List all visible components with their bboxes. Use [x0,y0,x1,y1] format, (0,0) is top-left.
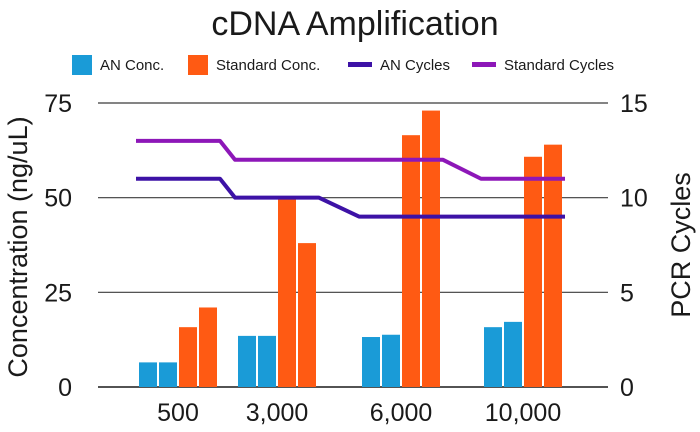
bar-an-conc-2-1 [382,334,400,387]
y2-tick-label: 5 [620,279,634,307]
legend-swatch-standard-conc [188,55,208,75]
bar-standard-conc-1-0 [278,197,296,387]
legend-swatch-standard-cycles [472,62,496,67]
left-axis-ticks: 0 25 50 75 [44,90,72,402]
y2-axis-title: PCR Cycles [666,172,696,318]
legend-swatch-an-conc [72,55,92,75]
legend-label-an-cycles: AN Cycles [380,57,450,74]
y2-tick-label: 10 [620,185,648,213]
y-tick-label: 75 [44,90,72,118]
y-axis-title: Concentration (ng/uL) [3,116,33,377]
legend-swatch-an-cycles [348,62,372,67]
bar-standard-conc-3-1 [544,144,562,387]
y-tick-label: 50 [44,185,72,213]
x-tick-label: 6,000 [370,399,433,427]
chart-title: cDNA Amplification [211,5,498,43]
x-tick-label: 500 [157,399,199,427]
legend-label-an-conc: AN Conc. [100,57,164,74]
line-an-cycles [136,176,565,219]
lines [136,138,565,219]
bar-an-conc-1-0 [238,335,256,387]
bar-standard-conc-1-1 [298,243,316,387]
x-tick-label: 3,000 [246,399,309,427]
bar-standard-conc-0-1 [199,307,217,387]
y2-tick-label: 15 [620,90,648,118]
bar-standard-conc-2-0 [402,135,420,387]
y-tick-label: 25 [44,279,72,307]
x-tick-label: 10,000 [485,399,561,427]
y-tick-label: 0 [58,374,72,402]
legend: AN Conc. Standard Conc. AN Cycles Standa… [72,55,614,75]
bar-standard-conc-3-0 [524,156,542,387]
bar-an-conc-1-1 [258,335,276,387]
line-standard-cycles [136,138,565,181]
bar-an-conc-3-1 [504,321,522,387]
right-axis-ticks: 0 5 10 15 [620,90,648,402]
legend-label-standard-conc: Standard Conc. [216,57,320,74]
bars [139,110,562,387]
x-axis-ticks: 500 3,000 6,000 10,000 [157,399,561,427]
y2-tick-label: 0 [620,374,634,402]
bar-an-conc-0-1 [159,362,177,387]
bar-an-conc-3-0 [484,327,502,387]
bar-an-conc-2-0 [362,337,380,387]
bar-an-conc-0-0 [139,362,157,387]
bar-standard-conc-2-1 [422,110,440,387]
bar-standard-conc-0-0 [179,327,197,387]
legend-label-standard-cycles: Standard Cycles [504,57,614,74]
